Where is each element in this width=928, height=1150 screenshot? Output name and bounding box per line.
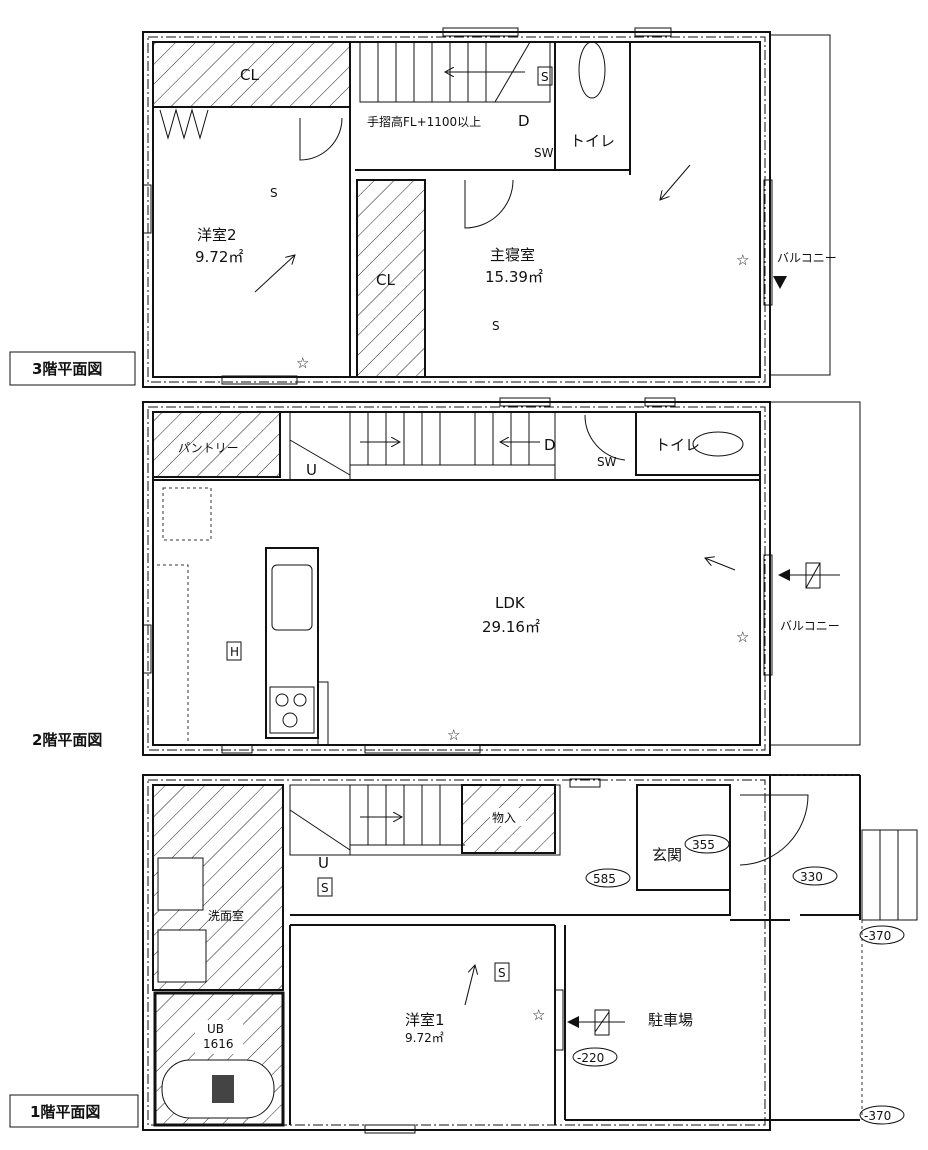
floor-3-title: 3階平面図 [32, 360, 102, 378]
toilet-icon [578, 41, 606, 99]
entrance-steps [861, 829, 918, 921]
svg-text:トイレ: トイレ [570, 132, 615, 150]
svg-text:D: D [518, 112, 530, 130]
floor-1-title: 1階平面図 [30, 1103, 100, 1121]
svg-text:S: S [498, 966, 506, 980]
svg-text:CL: CL [376, 271, 395, 289]
svg-text:-220: -220 [577, 1051, 604, 1065]
balcony [769, 34, 831, 376]
svg-text:330: 330 [800, 870, 823, 884]
svg-text:洋室1: 洋室1 [405, 1011, 445, 1029]
svg-text:SW: SW [534, 146, 554, 160]
svg-text:☆: ☆ [736, 251, 749, 269]
svg-text:玄関: 玄関 [652, 846, 682, 864]
svg-text:☆: ☆ [532, 1006, 545, 1024]
svg-text:☆: ☆ [296, 354, 309, 372]
svg-text:585: 585 [593, 872, 616, 886]
svg-text:-370: -370 [864, 929, 891, 943]
floor-1-label-box [9, 1094, 139, 1128]
svg-text:1616: 1616 [203, 1037, 234, 1051]
stairs [359, 41, 551, 103]
svg-text:S: S [270, 186, 278, 200]
svg-text:LDK: LDK [495, 594, 526, 612]
entrance [636, 784, 731, 891]
svg-text:駐車場: 駐車場 [648, 1011, 693, 1029]
svg-text:トイレ: トイレ [655, 436, 700, 454]
svg-text:バルコニー: バルコニー [780, 619, 840, 633]
svg-text:☆: ☆ [736, 628, 749, 646]
svg-text:9.72㎡: 9.72㎡ [405, 1031, 444, 1045]
svg-text:S: S [541, 70, 549, 84]
svg-text:D: D [544, 436, 556, 454]
svg-text:UB: UB [207, 1022, 224, 1036]
svg-text:手摺高FL+1100以上: 手摺高FL+1100以上 [367, 114, 481, 129]
toilet [554, 41, 631, 171]
svg-text:S: S [492, 319, 500, 333]
floor-2: パントリー U D SW トイレ H LDK 29.16㎡ [142, 397, 861, 756]
floor-1: 洗面室 UB 1616 物入 U S 玄関 洋室1 9.72㎡ [142, 774, 918, 1134]
svg-text:バルコニー: バルコニー [777, 251, 837, 265]
svg-text:☆: ☆ [447, 726, 460, 744]
svg-text:U: U [318, 854, 329, 872]
svg-text:9.72㎡: 9.72㎡ [195, 248, 243, 266]
svg-text:パントリー: パントリー [178, 441, 239, 455]
kitchen-counter [265, 547, 319, 739]
svg-text:355: 355 [692, 838, 715, 852]
floor-2-title: 2階平面図 [32, 731, 102, 749]
balcony [769, 401, 861, 746]
svg-text:主寝室: 主寝室 [490, 246, 535, 264]
svg-text:S: S [321, 881, 329, 895]
svg-text:SW: SW [597, 455, 617, 469]
svg-text:洗面室: 洗面室 [208, 908, 244, 923]
floor-3: CL S 手摺高FL+1100以上 D SW トイレ CL 洋室2 9.72㎡ … [142, 27, 837, 388]
svg-text:物入: 物入 [492, 811, 516, 825]
closet [356, 179, 426, 378]
svg-text:CL: CL [240, 66, 259, 84]
stairs [289, 784, 561, 856]
floor-3-label-box [9, 351, 136, 386]
level-markers: 585 355 330 -370 -220 -370 [572, 834, 905, 1125]
svg-text:29.16㎡: 29.16㎡ [482, 618, 540, 636]
svg-text:-370: -370 [864, 1109, 891, 1123]
closet [152, 41, 351, 108]
svg-text:U: U [306, 461, 317, 479]
toilet-icon [692, 431, 744, 457]
sink-icon [271, 564, 313, 631]
stove-icon [269, 686, 315, 734]
svg-text:洋室2: 洋室2 [197, 226, 237, 244]
svg-text:H: H [230, 645, 239, 659]
toilet [635, 411, 761, 476]
svg-text:15.39㎡: 15.39㎡ [485, 268, 543, 286]
pantry [152, 411, 281, 478]
